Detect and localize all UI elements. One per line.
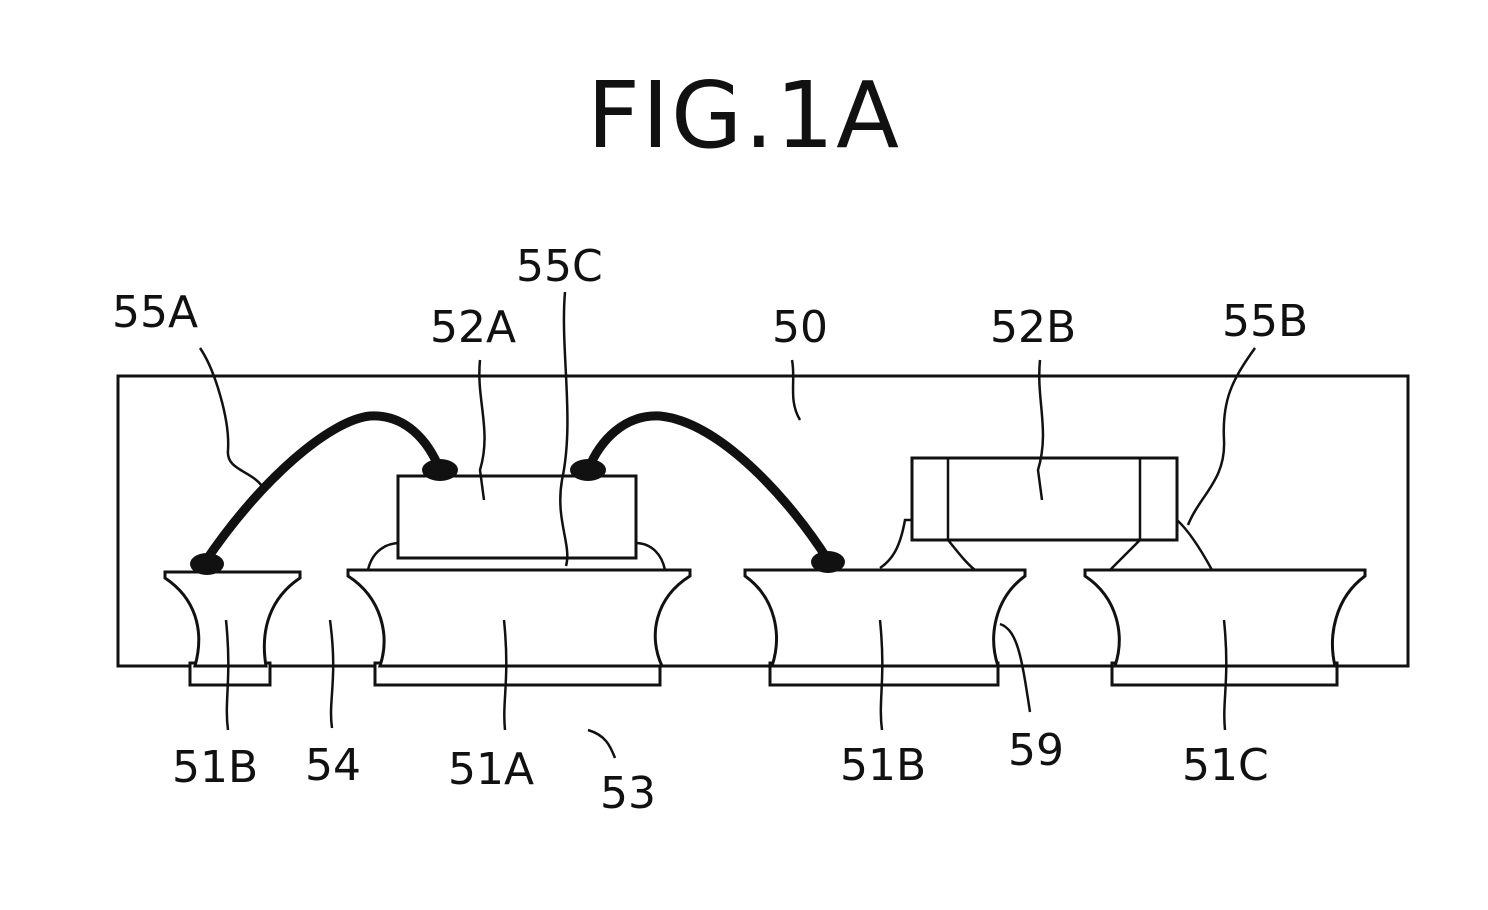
terminal-51a [348,570,690,685]
chip-52a [398,476,636,558]
label-50: 50 [772,302,828,353]
label-51c: 51C [1182,740,1269,791]
label-51a: 51A [448,744,534,795]
label-51b-left: 51B [172,742,258,793]
label-55a: 55A [112,287,198,338]
ball-bond [422,459,458,481]
ball-bond [570,459,606,481]
label-51b-right: 51B [840,740,926,791]
label-53: 53 [600,768,656,819]
label-52a: 52A [430,302,516,353]
label-55b: 55B [1222,296,1308,347]
label-55c: 55C [516,241,603,292]
ball-bond [811,551,845,573]
ball-bond [190,553,224,575]
chip-52b [912,458,1177,540]
label-59: 59 [1008,725,1064,776]
figure-title: FIG.1A [0,62,1488,169]
terminal-51b-right [745,570,1025,685]
label-54: 54 [305,740,361,791]
label-52b: 52B [990,302,1076,353]
leader-53 [588,730,615,758]
